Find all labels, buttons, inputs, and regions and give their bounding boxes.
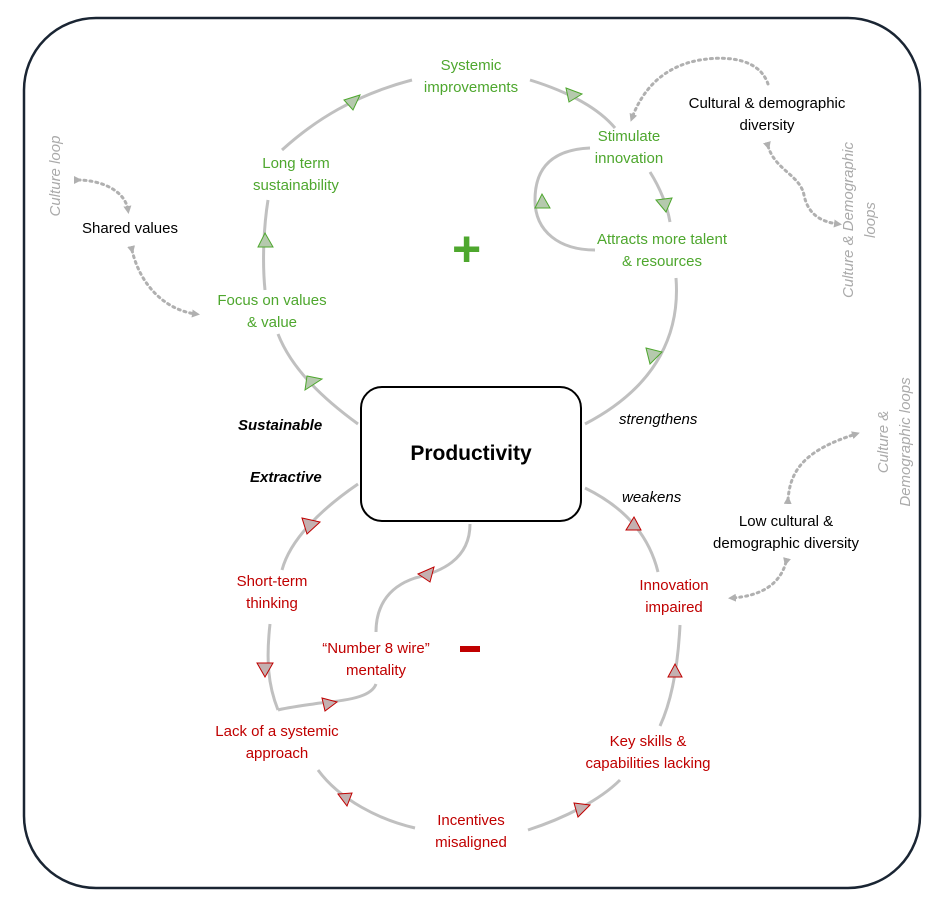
node-low-diversity: Low cultural & demographic diversity xyxy=(713,513,859,552)
label-strengthens: strengthens xyxy=(619,411,698,428)
edge-talent-to-productivity xyxy=(584,277,678,426)
arrowhead xyxy=(256,662,274,679)
arrowhead xyxy=(667,662,683,678)
link-low-diversity-bottom xyxy=(728,557,791,602)
node-cultural-diversity: Cultural & demographic diversity xyxy=(688,95,846,134)
productivity-label: Productivity xyxy=(410,442,532,465)
link-low-diversity-top xyxy=(783,431,860,505)
node-lack-systemic-approach: Lack of a systemic approach xyxy=(215,723,339,762)
arrowhead xyxy=(565,87,584,103)
positive-loop-sign: + xyxy=(452,221,482,277)
outer-frame xyxy=(22,16,922,890)
arrowhead xyxy=(301,517,322,535)
arrowhead xyxy=(573,802,592,818)
negative-arrowheads xyxy=(256,515,683,818)
positive-loop-lines xyxy=(262,78,678,426)
edge-innovation-to-talent xyxy=(648,171,672,223)
edge-wire-to-systemic xyxy=(277,683,378,712)
label-culture-loop: Culture loop xyxy=(47,135,64,217)
node-shared-values: Shared values xyxy=(82,220,178,237)
node-number-8-wire: “Number 8 wire” mentality xyxy=(322,640,430,679)
edge-skills-to-impaired xyxy=(658,624,682,727)
node-key-skills-lacking: Key skills & capabilities lacking xyxy=(585,733,711,772)
negative-loop-sign xyxy=(460,646,480,652)
node-systemic-improvements: Systemic improvements xyxy=(423,57,519,96)
edge-productivity-to-shortterm xyxy=(280,482,359,571)
positive-arrowheads xyxy=(257,87,673,392)
label-cd-loops-top: Culture & Demographic loops xyxy=(840,142,879,298)
arrowhead xyxy=(321,697,339,712)
node-short-term-thinking: Short-term thinking xyxy=(236,573,308,612)
node-incentives-misaligned: Incentives misaligned xyxy=(435,812,507,851)
link-shared-values-bottom xyxy=(127,245,200,318)
arrowhead xyxy=(257,231,274,248)
node-stimulate-innovation: Stimulate innovation xyxy=(594,128,664,167)
label-extractive: Extractive xyxy=(250,469,322,486)
edge-productivity-to-wire xyxy=(374,523,472,633)
arrowhead xyxy=(534,192,551,209)
link-shared-values-top xyxy=(73,175,132,214)
arrowhead xyxy=(416,566,435,583)
arrowhead xyxy=(645,347,663,365)
arrowhead xyxy=(625,515,642,531)
link-cultural-diversity-right xyxy=(763,141,842,228)
label-sustainable: Sustainable xyxy=(238,417,323,434)
node-attracts-talent: Attracts more talent & resources xyxy=(596,231,728,270)
productivity-box: Productivity xyxy=(360,386,582,522)
link-cultural-diversity-top xyxy=(629,56,770,122)
node-long-term-sustainability: Long term sustainability xyxy=(253,155,339,194)
label-cd-loops-bottom: Culture & Demographic loops xyxy=(875,377,914,507)
arrowhead xyxy=(655,197,673,213)
arrowhead xyxy=(304,375,324,392)
node-innovation-impaired: Innovation impaired xyxy=(639,577,709,616)
arrowhead xyxy=(337,792,353,808)
arrowhead xyxy=(343,94,361,111)
culture-links xyxy=(73,56,860,602)
edge-incentives-to-skills xyxy=(527,778,622,832)
edge-systemic-to-innovation xyxy=(529,78,617,129)
label-weakens: weakens xyxy=(622,489,682,506)
node-focus-values: Focus on values & value xyxy=(217,292,327,331)
edge-longterm-to-systemic xyxy=(280,78,413,152)
edge-systemic-to-incentives xyxy=(316,769,416,830)
edge-inner-innovation-loop xyxy=(533,146,596,252)
